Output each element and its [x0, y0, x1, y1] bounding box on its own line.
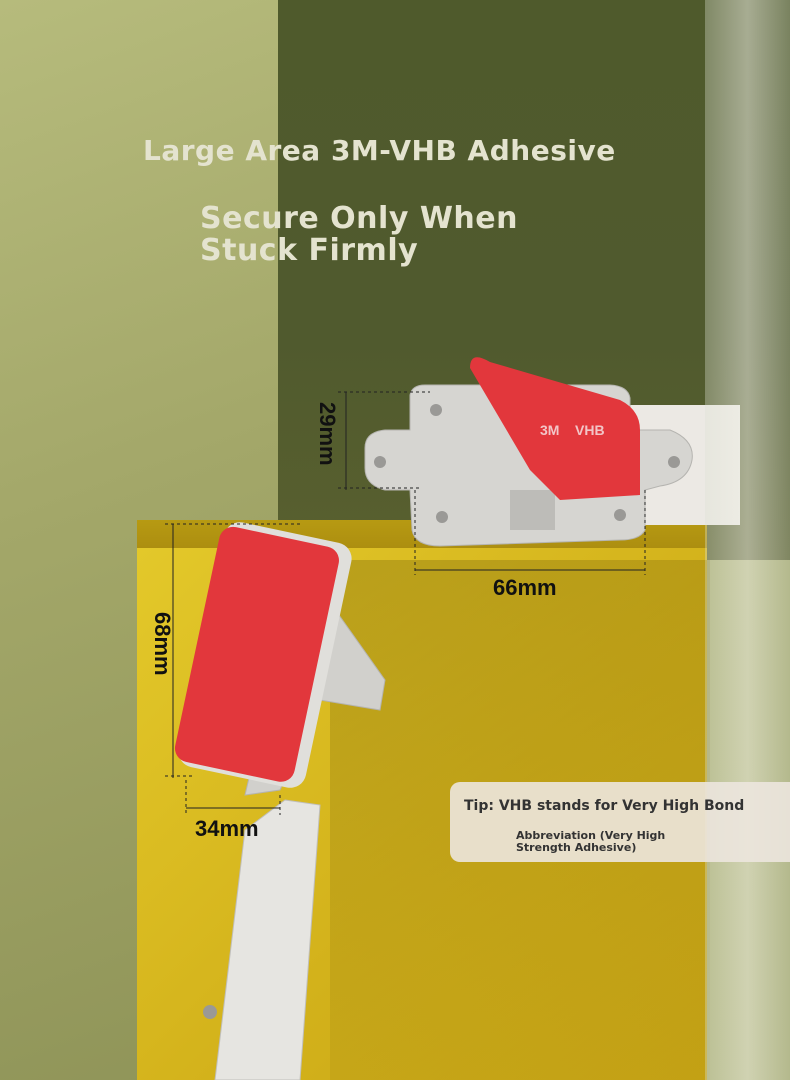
dimension-lines	[165, 391, 646, 815]
horizontal-mount: 3M VHB	[364, 357, 693, 547]
adhesive-pad	[174, 526, 339, 782]
glass-panel	[705, 0, 790, 1080]
peeling-adhesive-tab	[470, 357, 640, 500]
svg-text:VHB: VHB	[575, 422, 605, 438]
tip-body: Abbreviation (Very High Strength Adhesiv…	[516, 829, 666, 854]
dimension-label-height-small: 29mm	[315, 402, 340, 466]
tip-title: Tip: VHB stands for Very High Bond	[464, 798, 745, 814]
tip-box: Tip: VHB stands for Very High Bond Abbre…	[450, 782, 790, 862]
svg-text:3M: 3M	[540, 422, 559, 438]
mount-arm	[214, 799, 321, 1080]
dimension-label-width-small: 66mm	[493, 575, 557, 600]
dimension-label-height-large: 68mm	[150, 612, 175, 676]
headline: Large Area 3M-VHB Adhesive	[143, 134, 616, 167]
vertical-mount	[174, 522, 386, 1080]
subheadline: Secure Only When Stuck Firmly	[200, 201, 518, 268]
dimension-label-width-large: 34mm	[195, 816, 259, 841]
